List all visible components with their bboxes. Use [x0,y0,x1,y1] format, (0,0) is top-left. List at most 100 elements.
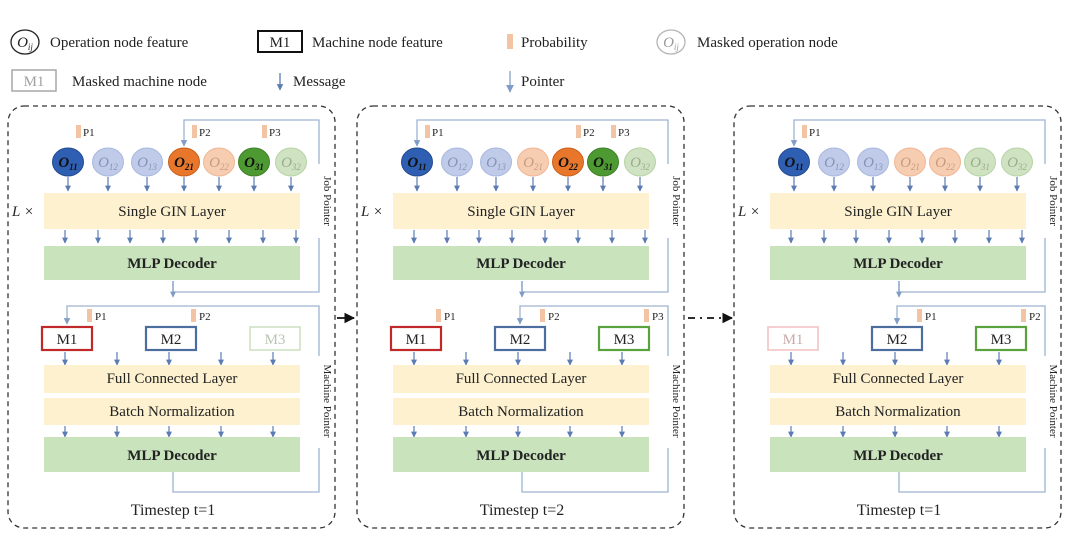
gin-layer-label: Single GIN Layer [118,204,225,220]
timestep-label: Timestep t=1 [857,502,941,519]
operation-node-label: O21 [900,155,920,172]
machine-pointer-label: Machine Pointer [670,364,682,437]
operation-node-label: O13 [137,155,157,172]
legend-machine-node: M1 Machine node feature [257,30,443,53]
operation-node-label: O11 [58,155,77,172]
operation-node-label: O22 [209,155,229,172]
mlp-decoder-machine [44,437,300,472]
operation-node-circle [964,147,996,177]
batch-normalization-label: Batch Normalization [109,404,235,420]
machine-node-label: M1 [406,332,427,348]
batch-normalization-label: Batch Normalization [458,404,584,420]
machine-node-m3: M3 [597,325,651,352]
legend-masked-operation: Oij Masked operation node [656,29,838,55]
machine-node-m1: M1 [389,325,443,352]
operation-node-circle [517,147,549,177]
machine-node-label: M3 [265,332,286,348]
operation-node-label: O32 [630,155,650,172]
machine-node-box [974,325,1028,352]
operation-node-label: O31 [970,155,990,172]
mlp-decoder-machine-label: MLP Decoder [476,448,566,464]
operation-node-22: O22 [929,147,961,177]
operation-node-11: O11 [52,147,84,177]
machine-node-m2: M2 [870,325,924,352]
svg-text:Oij: Oij [17,35,33,52]
operation-node-label: O13 [863,155,883,172]
operation-node-circle [92,147,124,177]
mlp-decoder-job [770,246,1026,280]
machine-node-label: M3 [614,332,635,348]
operation-node-label: O32 [1007,155,1027,172]
machine-pointer-label: Machine Pointer [1047,364,1059,437]
legend-masked-machine-label: Masked machine node [72,74,207,90]
operation-node-label: O21 [523,155,543,172]
machine-probability-label: P3 [652,311,664,323]
job-probability-label: P3 [269,127,281,139]
operation-node-32: O32 [624,147,656,177]
operation-node-label: O22 [558,155,578,172]
legend-pointer: Pointer [506,71,564,93]
machine-node-box [249,326,301,351]
operation-node-31: O31 [964,147,996,177]
timestep-label: Timestep t=1 [131,502,215,519]
job-probability-bar [802,125,807,138]
machine-node-m3: M3 [974,325,1028,352]
operation-node-circle [929,147,961,177]
layer-repeat-label: L × [737,204,760,220]
full-connected-layer [770,365,1026,393]
batch-normalization-layer [393,398,649,425]
job-probability-label: P1 [809,127,821,139]
operation-node-circle [778,147,810,177]
mlp-decoder-job-label: MLP Decoder [476,256,566,272]
panel-frame [7,105,336,529]
gin-layer [393,193,649,229]
pointer-label-bg [313,356,327,448]
operation-node-circle [131,147,163,177]
machine-probability-bar [191,309,196,322]
machine-node-label: M2 [887,332,908,348]
operation-node-label: O31 [244,155,264,172]
job-probability-bar [425,125,430,138]
machine-node-m2: M2 [144,325,198,352]
legend-masked-operation-label: Masked operation node [697,35,838,51]
pointer-label-bg [662,356,676,448]
machine-probability-bar [540,309,545,322]
operation-node-circle [587,147,619,177]
panel-frame [356,105,685,529]
operation-node-label: O21 [174,155,194,172]
operation-node-21: O21 [894,147,926,177]
machine-probability-label: P1 [444,311,456,323]
operation-node-circle [441,147,473,177]
mlp-decoder-job [393,246,649,280]
pointer-label-bg [313,164,327,238]
legend-operation-node: Oij Operation node feature [10,29,189,55]
full-connected-layer [44,365,300,393]
machine-node-m1: M1 [767,326,819,351]
operation-node-22: O22 [552,147,584,177]
operation-node-22: O22 [203,147,235,177]
machine-node-m2: M2 [493,325,547,352]
legend-probability: Probability [507,34,588,51]
machine-probability-bar [87,309,92,322]
operation-node-11: O11 [401,147,433,177]
job-pointer-label: Job Pointer [670,176,682,226]
legend-message-label: Message [293,74,346,90]
job-pointer-label: Job Pointer [1047,176,1059,226]
job-pointer-label: Job Pointer [321,176,333,226]
job-probability-bar [576,125,581,138]
operation-node-12: O12 [441,147,473,177]
operation-node-13: O13 [480,147,512,177]
operation-node-label: O12 [98,155,118,172]
machine-node-label: M3 [991,332,1012,348]
mlp-decoder-job-label: MLP Decoder [853,256,943,272]
machine-node-box [389,325,443,352]
machine-node-label: M1 [783,332,804,348]
operation-node-label: O12 [447,155,467,172]
legend-pointer-label: Pointer [521,74,564,90]
operation-node-label: O11 [784,155,803,172]
operation-node-12: O12 [818,147,850,177]
mlp-decoder-machine-label: MLP Decoder [127,448,217,464]
